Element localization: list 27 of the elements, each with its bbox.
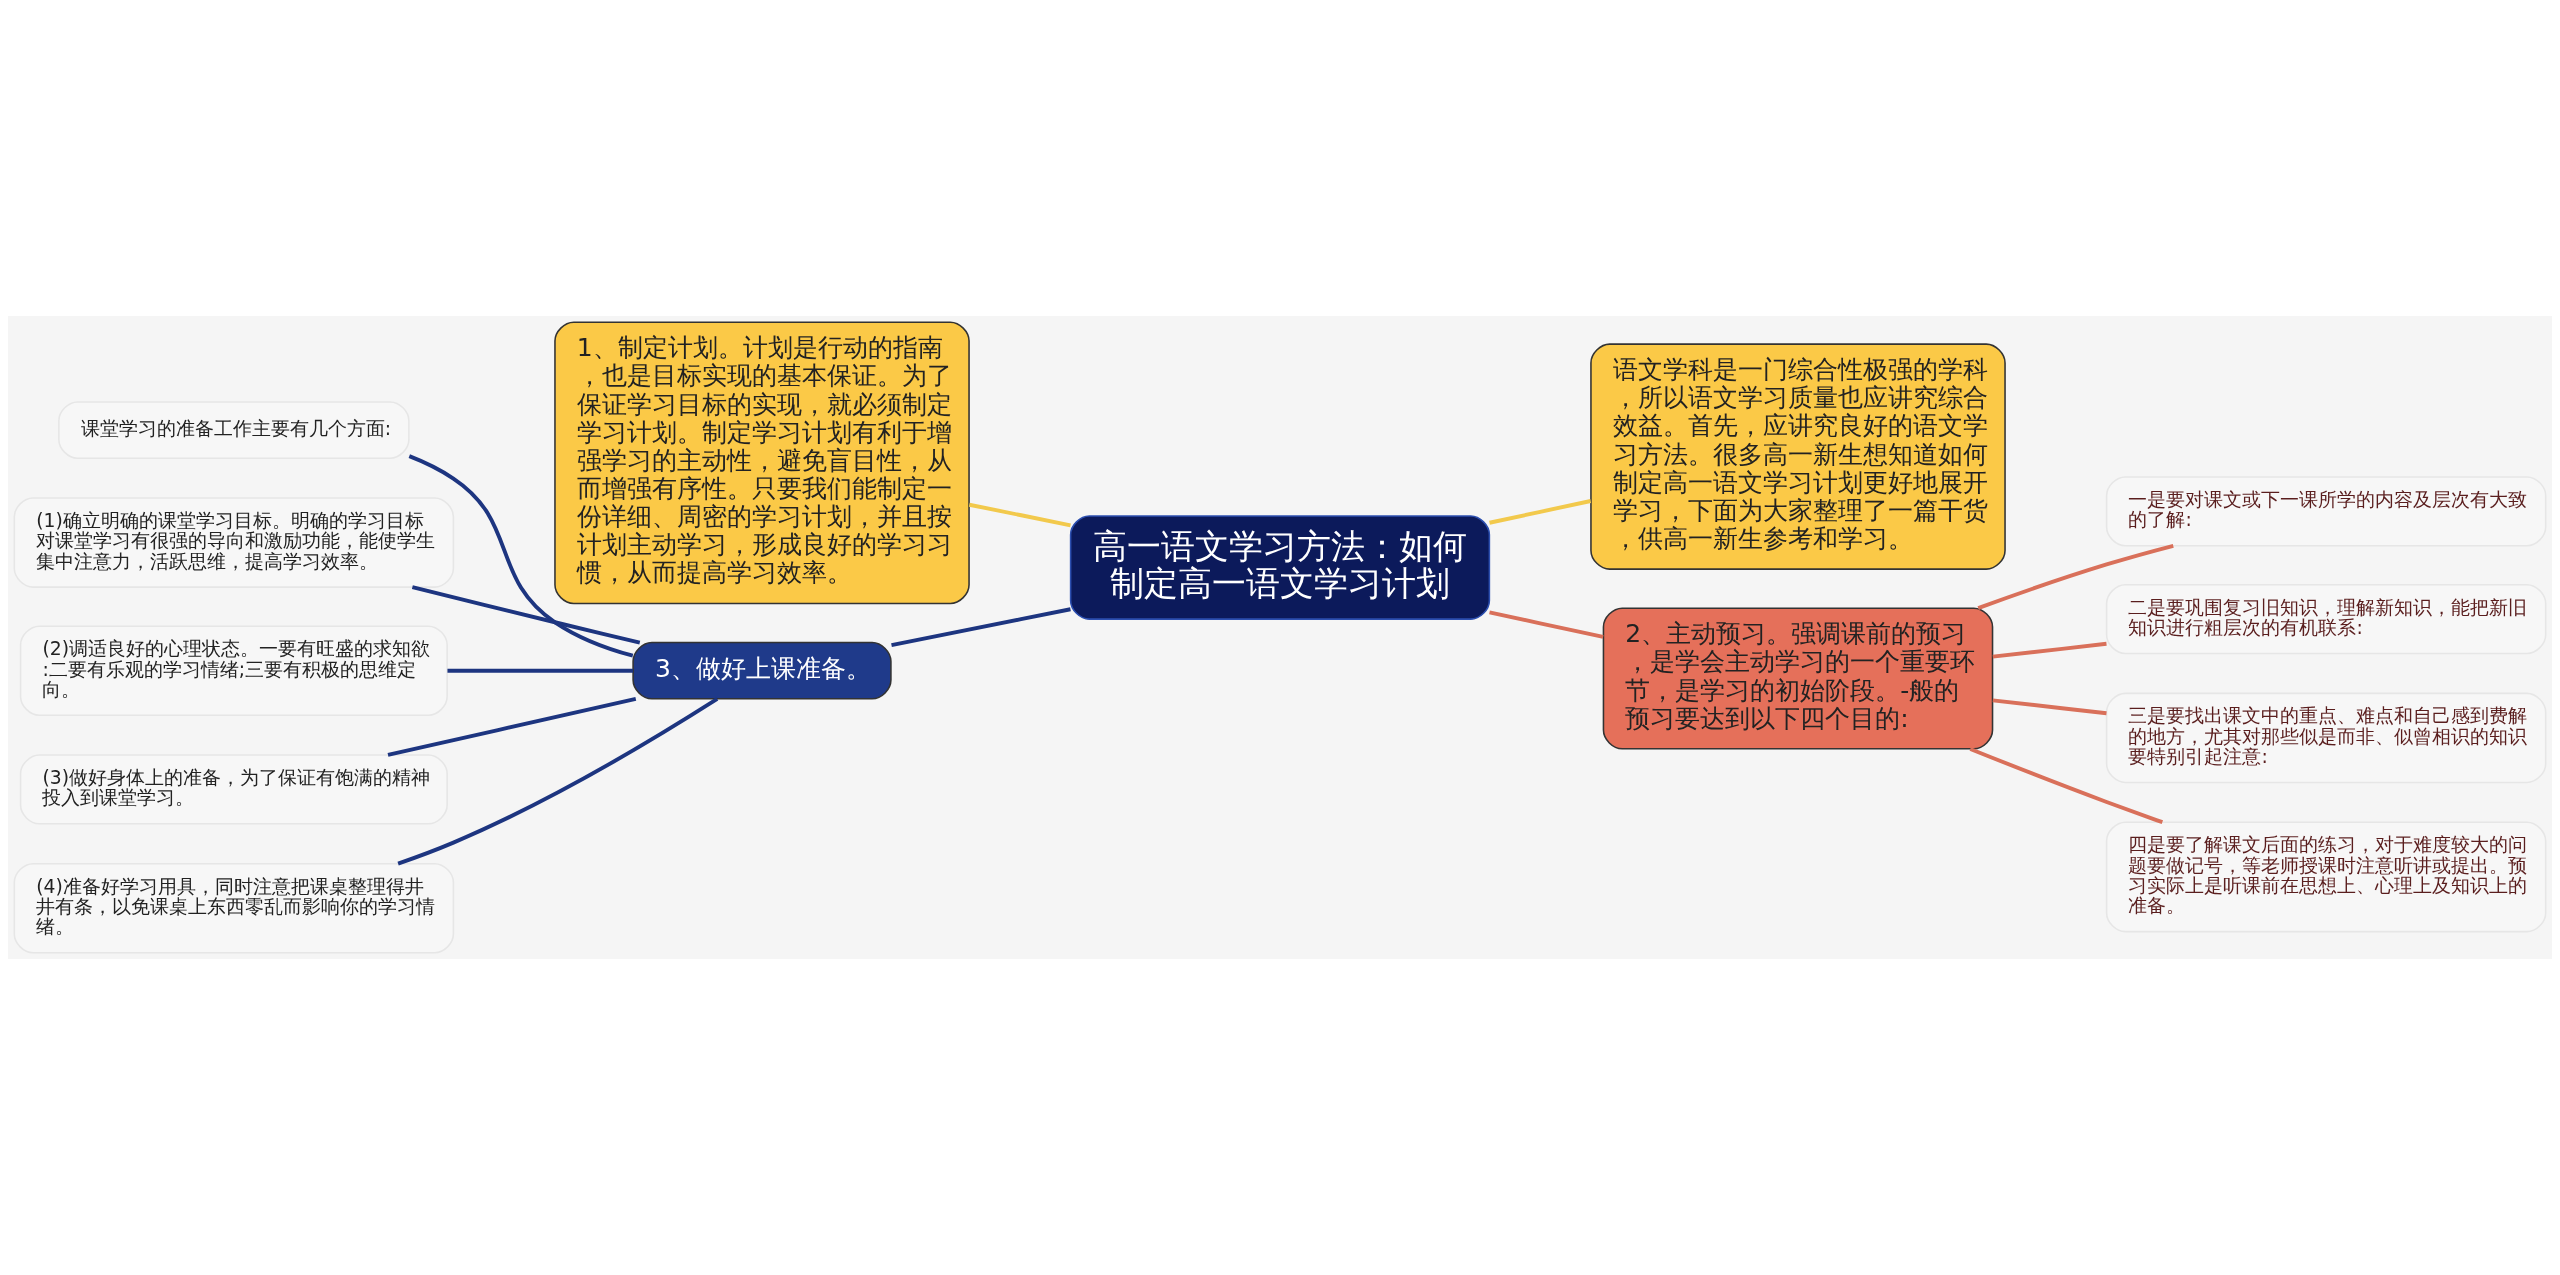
connector: [1992, 698, 2107, 716]
node-box: 二是要巩围复习旧知识，理解新知识，能把新旧知识进行粗层次的有机联系:: [2105, 584, 2547, 655]
node-box: 1、制定计划。计划是行动的指南，也是目标实现的基本保证。为了保证学习目标的实现，就必须制定学习计划。制定学习计划有利于增强学习的主动性，避免盲目性，从而增强有序性。只要我们能制定一份详细、周密的学习计划，并且按计划主动学习，形成良好的学习习惯，从而提高学习效率。: [554, 321, 970, 605]
connector: [968, 502, 1071, 528]
connector: [1992, 641, 2107, 659]
connector: [1969, 747, 2164, 824]
node-box: 2、主动预习。强调课前的预习，是学会主动学习的一个重要环节，是学习的初始阶段。-般的预习要达到以下四个目的:: [1602, 607, 1994, 750]
node-box: 三是要找出课文中的重点、难点和自己感到费解的地方，尤其对那些似是而非、似曾相识的知识要特别引起注意:: [2105, 692, 2547, 784]
node-box: (1)确立明确的课堂学习目标。明确的学习目标对课堂学习有很强的导向和激励功能，能使学生集中注意力，活跃思维，提高学习效率。: [13, 497, 455, 588]
connector: [411, 585, 641, 645]
connector: [1489, 499, 1592, 525]
node-box: 课堂学习的准备工作主要有几个方面:: [58, 401, 410, 459]
node-box: (4)准备好学习用具，同时注意把课桌整理得井井有条，以免课桌上东西零乱而影响你的学习情绪。: [13, 862, 455, 954]
node-box: 3、做好上课准备。: [632, 641, 892, 700]
connector: [408, 454, 634, 658]
connector: [397, 697, 719, 866]
node-box: 一是要对课文或下一课所学的内容及层次有大致的了解:: [2105, 476, 2547, 547]
node-box: (2)调适良好的心理状态。一要有旺盛的求知欲:二要有乐观的学习情绪;三要有积极的思维定向。: [19, 625, 448, 716]
node-box: 高一语文学习方法：如何制定高一语文学习计划: [1069, 515, 1491, 620]
node-box: (3)做好身体上的准备，为了保证有饱满的精神投入到课堂学习。: [19, 754, 448, 825]
connector: [1977, 543, 2174, 610]
node-box: 语文学科是一门综合性极强的学科，所以语文学习质量也应讲究综合效益。首先，应讲究良好的语文学习方法。很多高一新生想知道如何制定高一语文学习计划更好地展开学习，下面为大家整理了一篇干货，供高一新生参考和学习。: [1590, 343, 2006, 570]
node-box: 四是要了解课文后面的练习，对于难度较大的问题要做记号，等老师授课时注意听讲或提出。预习实际上是听课前在思想上、心理上及知识上的准备。: [2105, 821, 2547, 933]
connector: [891, 607, 1071, 647]
connector: [447, 668, 633, 673]
connector: [387, 697, 637, 757]
connector: [1489, 610, 1604, 639]
